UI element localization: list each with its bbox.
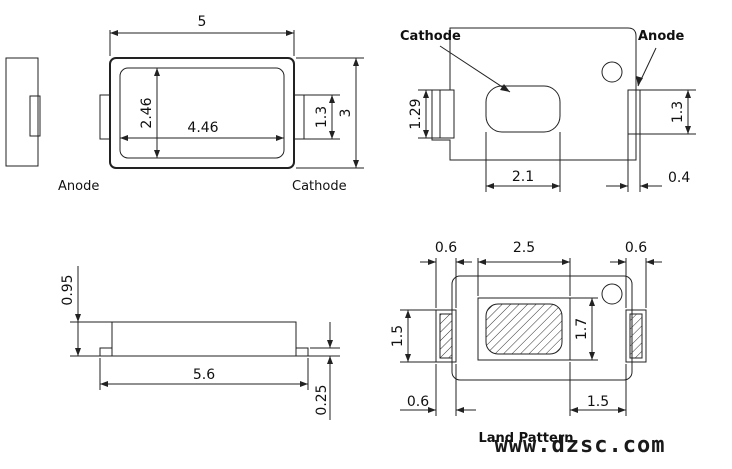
rear-view: 1.29 2.1 1.3 0.4 Cathode Anode [400,27,696,192]
land-pattern-title: Land Pattern [478,431,573,446]
dim-total-height: 0.95 [60,274,76,305]
top-view: 5 2.46 4.46 1.3 3 Anode Cathode [58,14,364,194]
dim-bottom-left: 0.6 [407,394,429,410]
dim-lens-width: 2.1 [512,169,534,185]
watermark: www.dzsc.com [495,433,666,458]
dim-pad-width-right: 0.6 [625,240,647,256]
anode-label: Anode [58,179,99,194]
dim-pad-height: 1.5 [390,325,406,347]
side-elevation-view: 0.95 5.6 0.25 [60,266,340,420]
dim-inner-height: 2.46 [139,97,155,128]
dim-pad-width-left: 0.6 [435,240,457,256]
dim-pad-height-left: 1.29 [408,98,424,129]
dim-bottom-right: 1.5 [587,394,609,410]
side-profile-view [5,57,41,167]
land-pattern-view: 0.6 2.5 0.6 1.5 1.7 [390,240,662,446]
dim-lead-thickness: 0.25 [314,384,330,415]
cathode-callout: Cathode [400,29,461,44]
dim-center-height: 1.7 [574,318,590,340]
dim-lead-height: 1.3 [314,106,330,128]
dim-length: 5.6 [193,367,215,383]
dim-height: 3 [338,109,354,118]
cathode-label: Cathode [292,179,347,194]
dim-lead-width: 0.4 [668,170,690,186]
dim-inner-width: 4.46 [187,120,218,136]
dim-width: 5 [198,14,207,30]
dim-center-width: 2.5 [513,240,535,256]
dim-lead-height-right: 1.3 [670,101,686,123]
anode-callout: Anode [638,29,685,44]
